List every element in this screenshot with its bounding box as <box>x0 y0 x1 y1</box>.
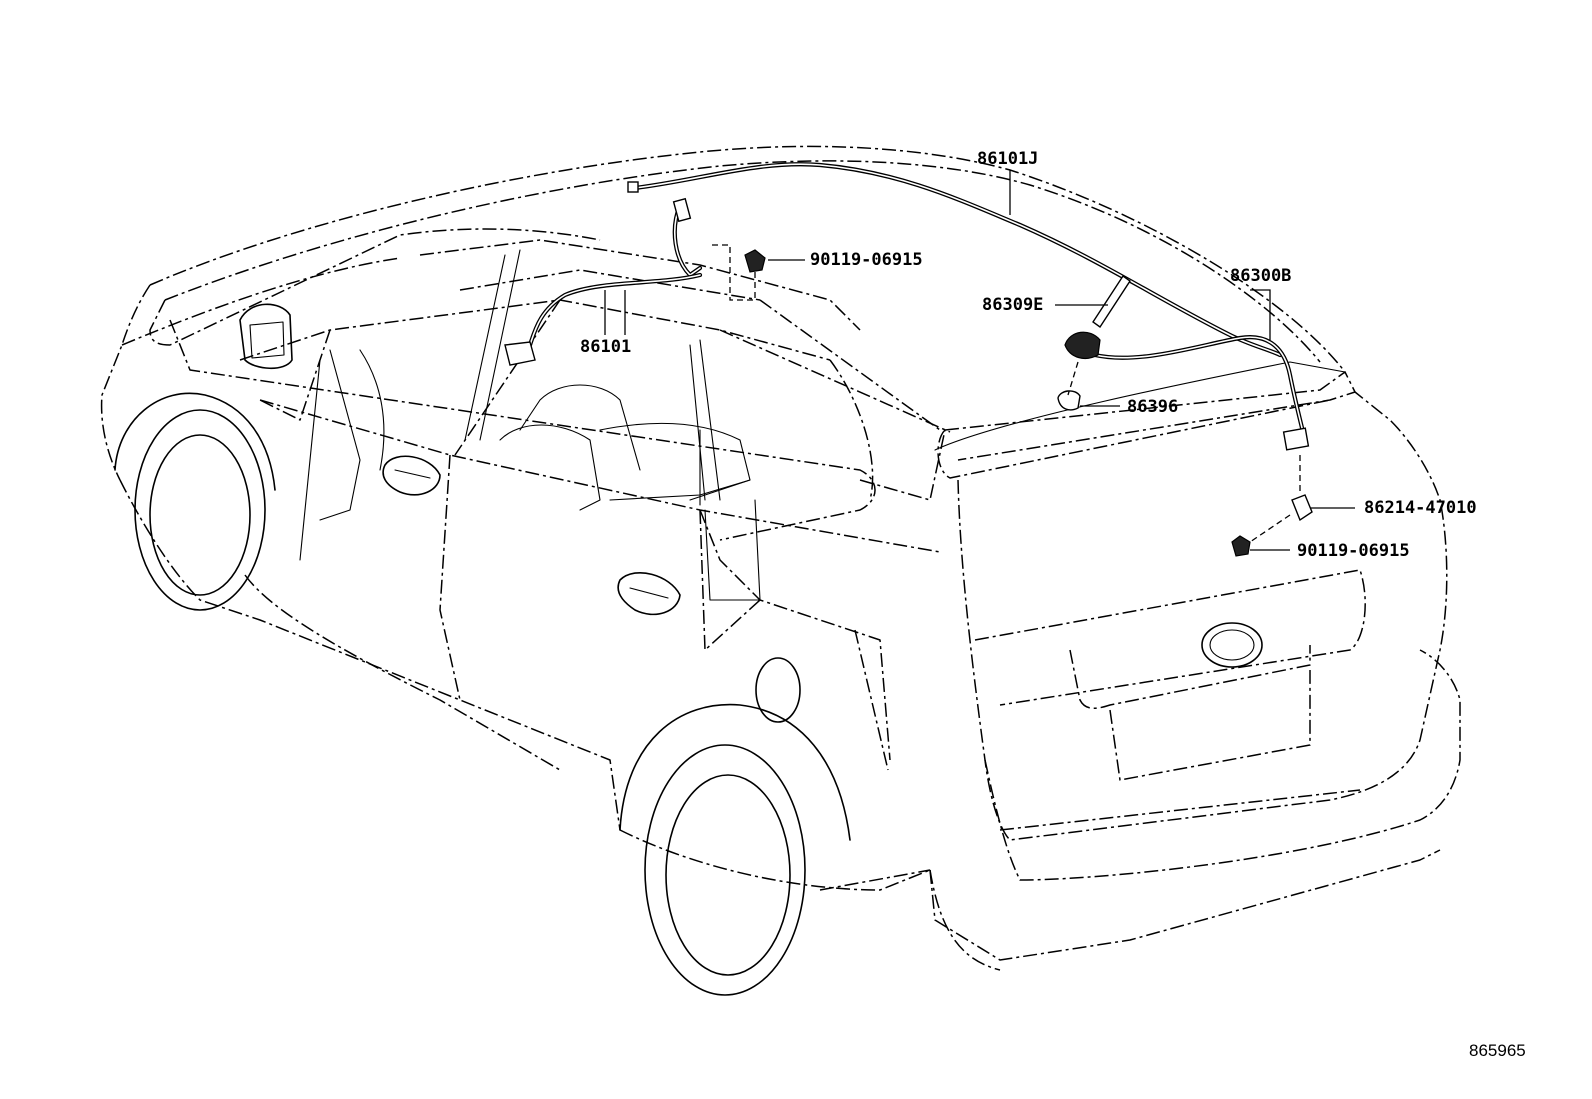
callout-90119-upper: 90119-06915 <box>810 250 923 270</box>
vehicle-solid-details <box>114 249 1346 996</box>
callout-86214-47010: 86214-47010 <box>1364 498 1477 518</box>
callout-86396: 86396 <box>1127 397 1178 417</box>
vehicle-outline <box>100 145 1461 971</box>
antenna-harness <box>504 162 1313 557</box>
diagram-reference-number: 865965 <box>1469 1041 1526 1060</box>
callout-86300B: 86300B <box>1230 266 1291 286</box>
callout-86309E: 86309E <box>982 295 1043 315</box>
callout-90119-lower: 90119-06915 <box>1297 541 1410 561</box>
callout-labels: 86101J 90119-06915 86309E 86300B 86101 8… <box>580 149 1526 1060</box>
callout-86101: 86101 <box>580 337 631 357</box>
callout-leaders <box>604 170 1355 551</box>
callout-86101J: 86101J <box>977 149 1038 169</box>
